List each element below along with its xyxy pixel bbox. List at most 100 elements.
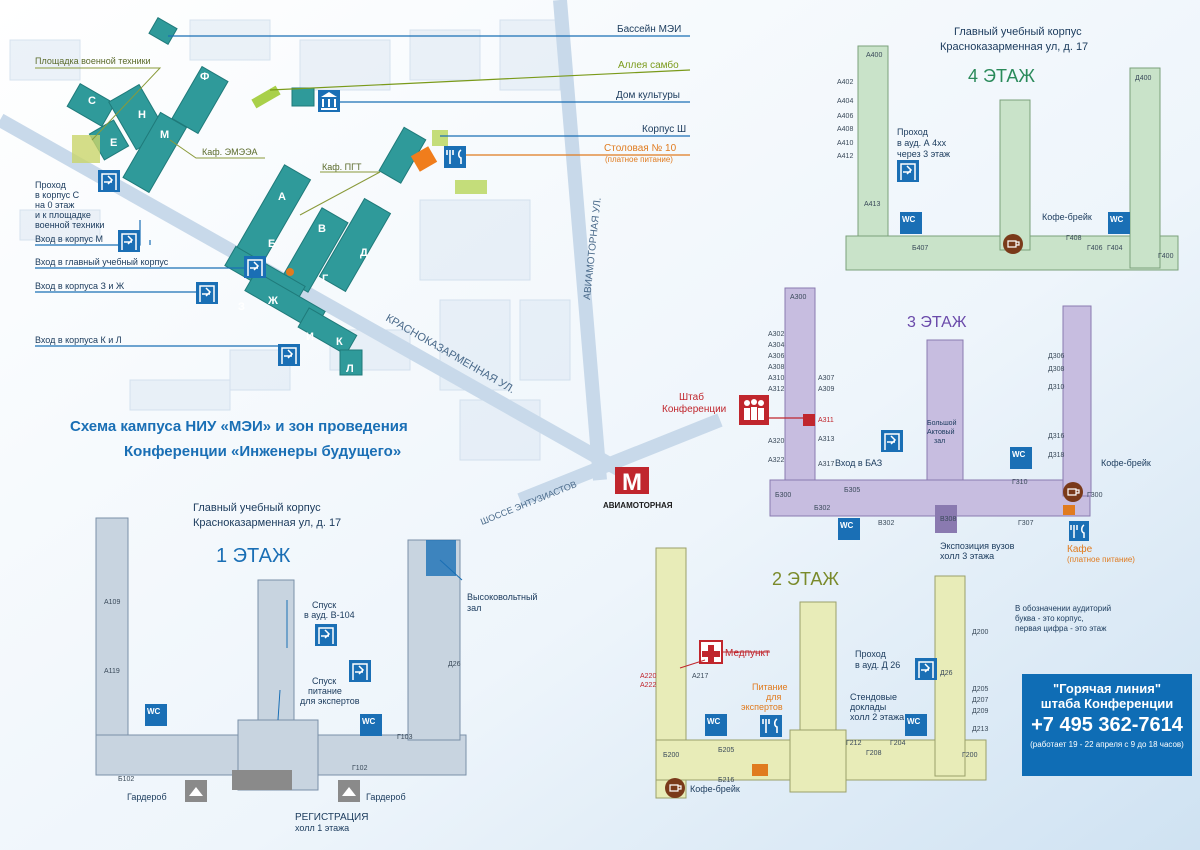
svg-text:А311: А311 [818,417,834,424]
hotline-phone[interactable]: +7 495 362-7614 [1031,714,1183,736]
floor-1-entrance-icon-b104 [315,624,337,646]
floor-3-hq-2: Конференции [662,403,726,415]
entrance-icon-zh [196,282,218,304]
military-line [35,67,162,141]
floor-1-descent-b104-1: Спуск [312,600,336,610]
label-passage-c-3: на 0 этаж [35,200,74,210]
svg-text:А304: А304 [768,342,784,349]
svg-text:А406: А406 [837,113,853,120]
floor-1-descent-food-1: Спуск [312,676,336,686]
svg-text:А307: А307 [818,375,834,382]
svg-text:Красноказарменная ул, д. 17: Красноказарменная ул, д. 17 [940,41,1088,53]
label-canteen: Столовая № 10 [604,143,677,154]
floor-3-cafe-paid: (платное питание) [1067,555,1135,564]
svg-text:Г408: Г408 [1066,235,1082,242]
floor-3-hq-icon [739,395,769,425]
svg-text:Главный учебный корпус: Главный учебный корпус [954,26,1082,38]
svg-text:Д: Д [360,247,368,259]
floor-3-entrance-icon-baz [881,430,903,452]
svg-text:А220: А220 [640,673,656,680]
svg-text:А: А [278,191,286,203]
svg-text:А308: А308 [768,364,784,371]
svg-text:Г310: Г310 [1012,479,1028,486]
svg-text:Красноказарменная ул, д. 17: Красноказарменная ул, д. 17 [193,517,341,529]
metro-icon: M [615,467,649,496]
hotline-box: "Горячая линия" штаба Конференции +7 495… [1022,674,1192,776]
floor-1-descent-b104-2: в ауд. В-104 [304,610,355,620]
floor-3-cafe-icon [1069,521,1089,541]
floor-2-posters-3: холл 2 этажа [850,712,904,722]
label-entry-zh: Вход в корпуса З и Ж [35,281,125,291]
svg-text:M: M [622,469,642,496]
svg-text:Д308: Д308 [1048,366,1065,373]
military-area [72,135,100,163]
svg-text:В302: В302 [878,520,894,527]
floor-3-big-hall-2: Актовый [927,428,955,436]
label-korpus-sh: Корпус Ш [642,124,686,135]
floor-3-cafe-label: Кафе [1067,543,1093,555]
page-title-line-1: Схема кампуса НИУ «МЭИ» и зон проведения [70,418,408,435]
svg-text:Г208: Г208 [866,750,882,757]
svg-text:А412: А412 [837,153,853,160]
floor-1-entrance-icon-food [349,660,371,682]
label-passage-c-2: в корпус С [35,190,80,200]
sambo-alley-area [251,85,281,109]
entrance-icon-c [98,170,120,192]
svg-text:Б200: Б200 [663,752,679,759]
floor-1-wc-icon-left: WC [145,704,167,726]
floor-3-big-hall-1: Большой [927,419,957,427]
main-entry-dot [286,268,294,276]
floor-4-passage-3: через 3 этаж [897,149,950,159]
svg-text:Г103: Г103 [397,734,413,741]
svg-text:Б: Б [268,238,276,250]
floor-2-passage-2: в ауд. Д 26 [855,660,900,670]
label-sambo: Аллея самбо [618,59,679,71]
floor-3-hq-1: Штаб [679,391,704,403]
floor-3-plan: 3 ЭТАЖ А300 А302 А304 А306 А308 А310 А31… [662,287,1151,564]
label-emeea: Каф. ЭМЭЭА [202,147,258,157]
pgt-line [299,171,381,216]
svg-text:WC: WC [907,717,921,726]
svg-text:Главный учебный корпус: Главный учебный корпус [193,502,321,514]
svg-text:А317: А317 [818,461,834,468]
svg-text:З: З [238,301,245,313]
svg-text:Г307: Г307 [1018,520,1034,527]
svg-text:Д316: Д316 [1048,433,1065,440]
floor-3-title: 3 ЭТАЖ [907,314,967,331]
korpus-sh-marker [432,130,448,146]
floor-3-big-hall-3: зал [934,438,945,445]
svg-text:Б407: Б407 [912,245,928,252]
canteen-icon [444,146,466,168]
svg-text:И: И [306,331,314,343]
svg-text:Б102: Б102 [118,776,134,783]
floor-4-coffee-icon [1003,234,1023,254]
svg-text:А404: А404 [837,98,853,105]
label-pool: Бассейн МЭИ [617,24,681,35]
floor-1-plan: Главный учебный корпус Красноказарменная… [95,502,537,833]
svg-text:Б205: Б205 [718,747,734,754]
floor-1-wardrobe-right: Гардероб [366,792,406,802]
floor-3-coffee-icon [1063,482,1083,502]
sambo-line [269,69,691,91]
floor-2-food-1: Питание [752,682,788,692]
entrance-icon-kl [278,344,300,366]
svg-text:WC: WC [902,215,916,224]
label-entry-main: Вход в главный учебный корпус [35,257,169,267]
floor-3-entry-baz: Вход в БАЗ [835,458,882,468]
floor-3-wc-icon-left: WC [838,518,860,540]
svg-text:С: С [88,95,96,107]
svg-text:Ж: Ж [267,295,278,307]
floor-2-note-3: первая цифра - это этаж [1015,624,1107,633]
svg-text:Б305: Б305 [844,487,860,494]
floor-2-plan: 2 ЭТАЖ А220 А222 А217 Б200 Б205 Б216 Г21… [640,547,1111,799]
metro-label: АВИАМОТОРНАЯ [603,501,673,510]
svg-text:Д400: Д400 [1135,75,1152,82]
svg-text:Г: Г [322,273,329,285]
svg-text:М: М [160,129,169,141]
label-passage-c-1: Проход [35,180,67,190]
label-entry-m: Вход в корпус М [35,234,103,244]
floor-3-wc-icon-right: WC [1010,447,1032,469]
floor-1-registration: РЕГИСТРАЦИЯ [295,812,368,823]
label-entry-kl: Вход в корпуса К и Л [35,335,122,345]
floor-3-expo-1: Экспозиция вузов [940,541,1015,551]
